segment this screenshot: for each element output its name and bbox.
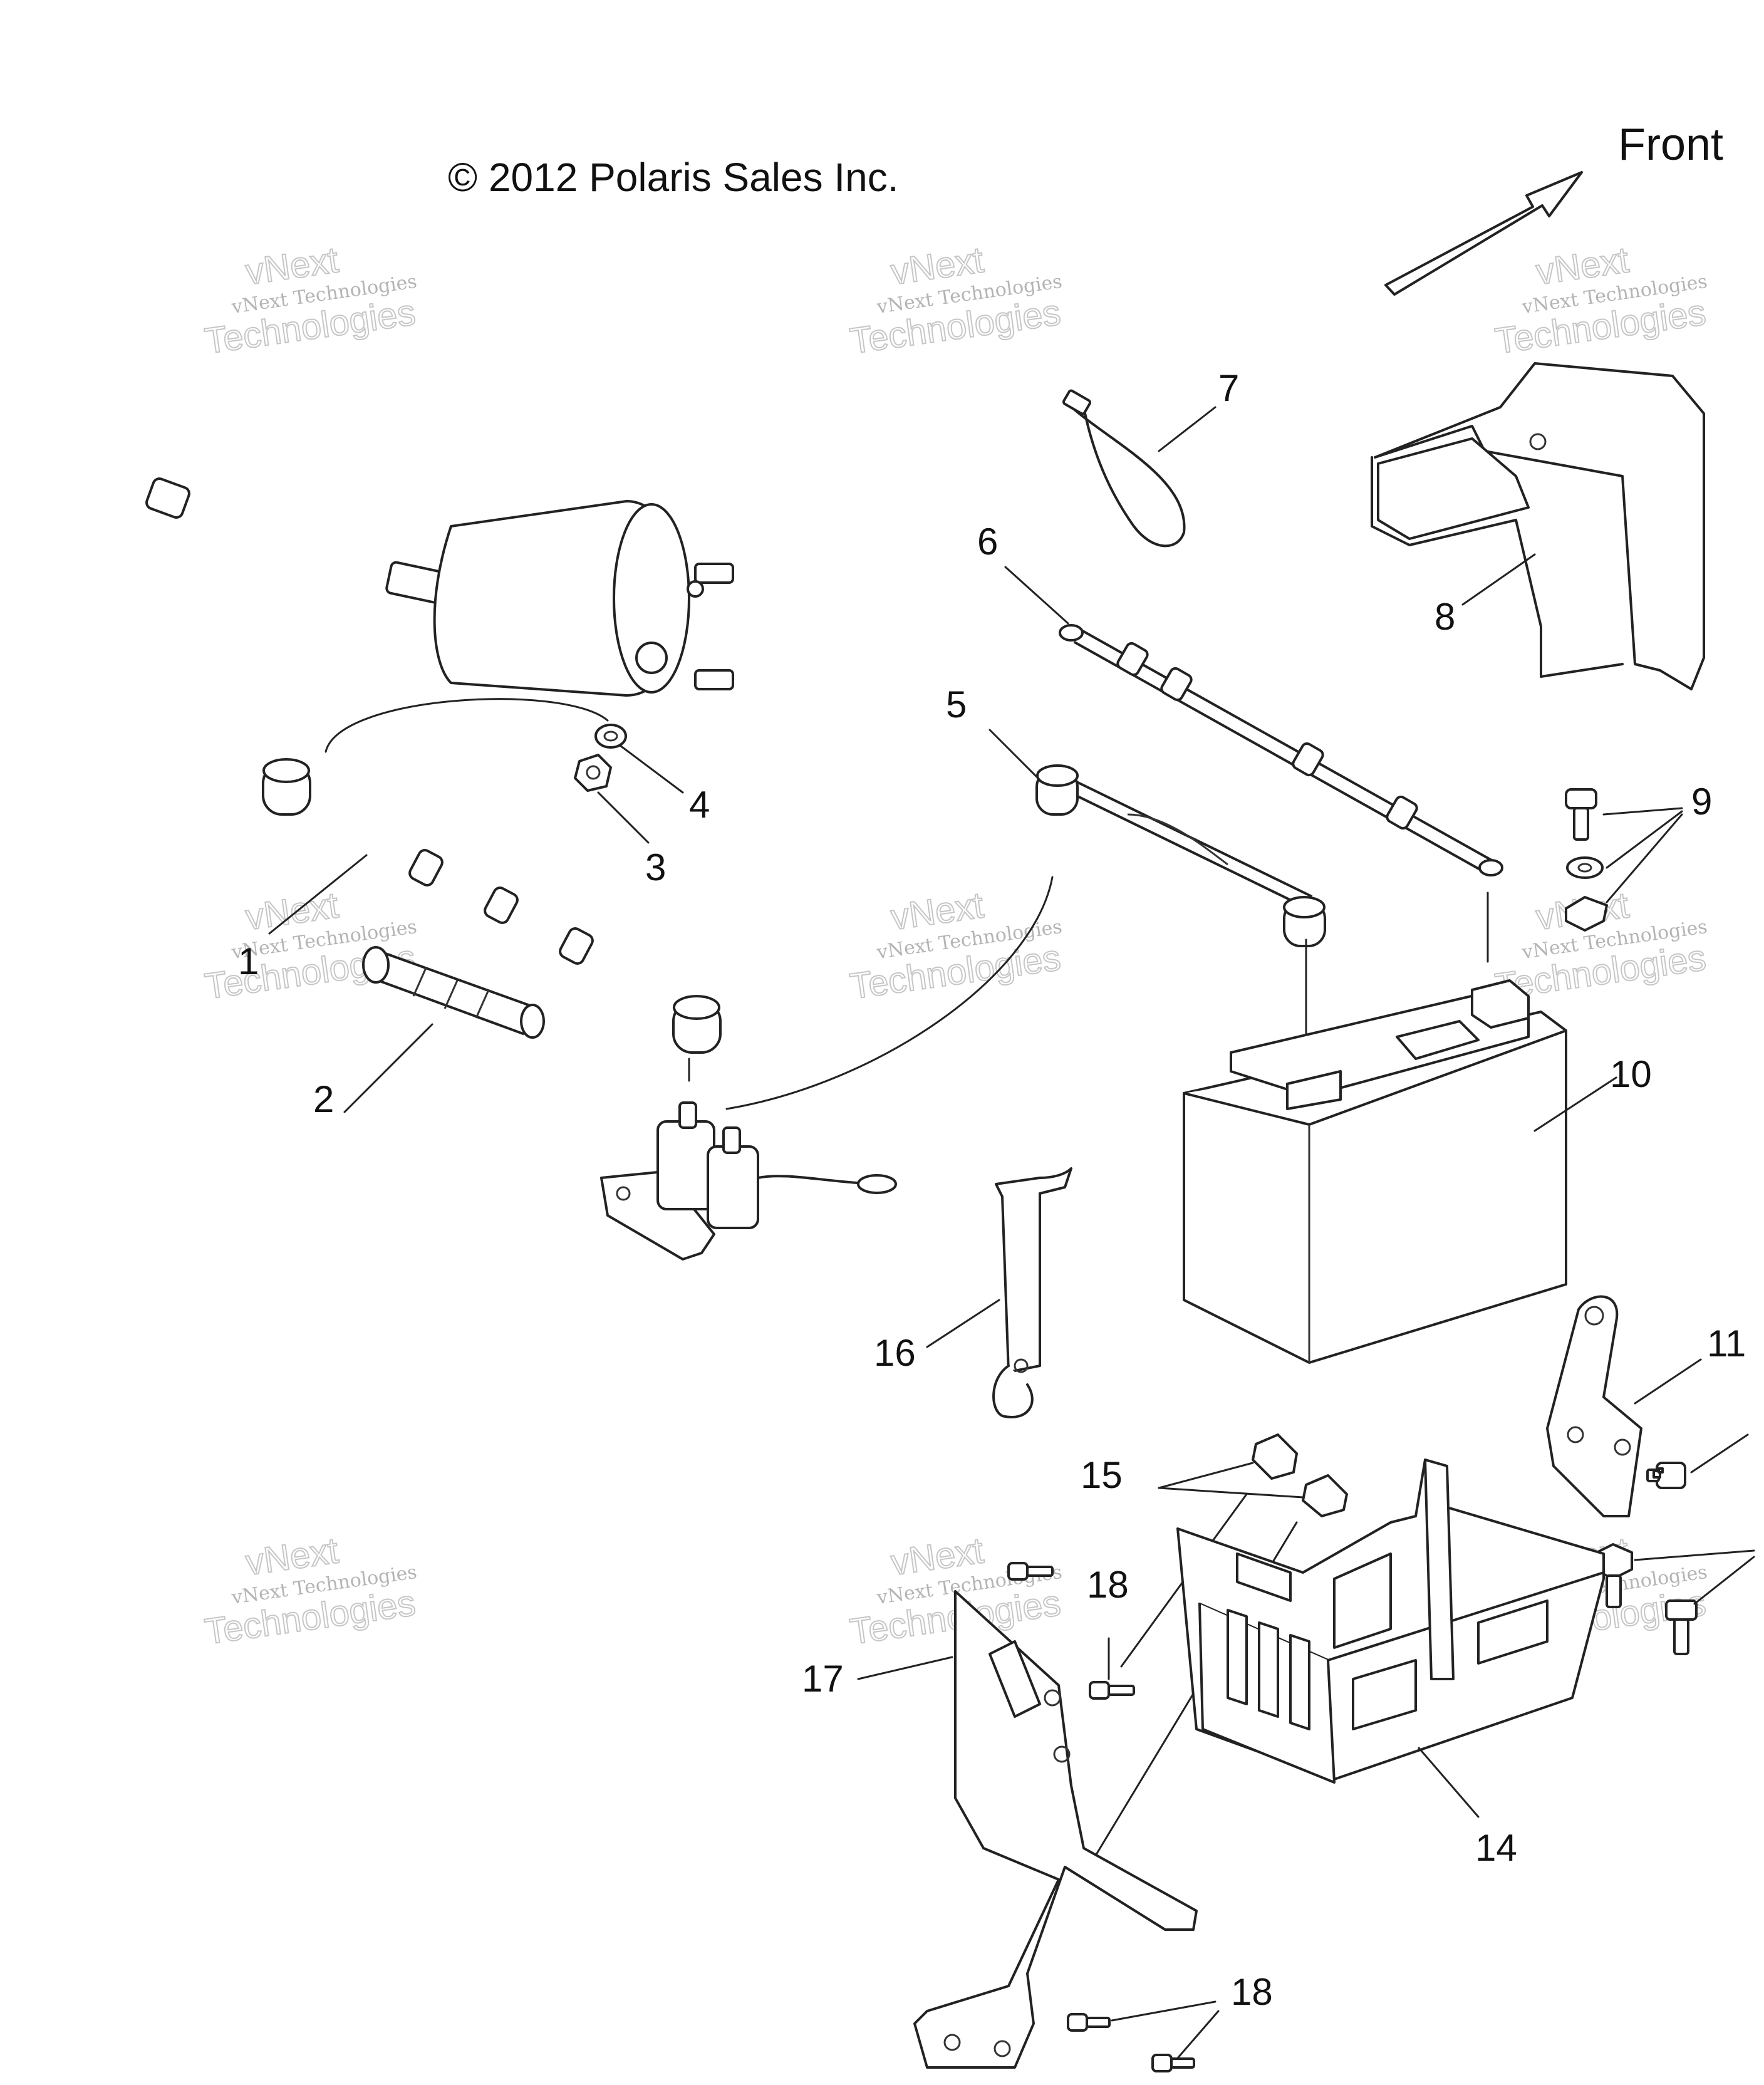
leader-line-right-b (1693, 1556, 1755, 1605)
watermark: vNext vNext Technologies Technologies (202, 1529, 418, 1653)
starter-solenoid (600, 1101, 897, 1261)
callout-9: 9 (1691, 781, 1712, 823)
terminal-boot-2 (362, 946, 545, 1039)
callout-8: 8 (1435, 596, 1455, 638)
callout-11: 11 (1707, 1323, 1746, 1365)
callout-18-lower: 18 (1231, 1971, 1273, 2013)
leader-line-16 (926, 1299, 1000, 1348)
screw-18d (1151, 2054, 1195, 2072)
watermark: vNext vNext Technologies Technologies (202, 239, 418, 362)
callout-5: 5 (946, 684, 967, 725)
battery-cable-6 (1059, 624, 1503, 876)
callout-17: 17 (802, 1658, 844, 1700)
leader-line-6 (1004, 566, 1069, 625)
leader-line-2 (343, 1023, 433, 1113)
washer-4 (594, 724, 627, 749)
leader-line-15a (1158, 1462, 1254, 1489)
washer-9 (1566, 856, 1604, 879)
callout-4: 4 (689, 784, 710, 826)
screw-18b (1089, 1681, 1135, 1700)
callout-2: 2 (313, 1078, 334, 1120)
callout-14: 14 (1475, 1827, 1517, 1869)
battery-cable-5 (1035, 764, 1326, 947)
leader-line-9b (1606, 810, 1683, 869)
front-label: Front (1618, 120, 1723, 170)
callout-18-upper: 18 (1087, 1564, 1129, 1606)
leader-line-bolt-11 (1690, 1433, 1749, 1474)
screw-18c (1067, 2013, 1111, 2032)
leader-line-5 (988, 729, 1041, 781)
callout-16: 16 (874, 1332, 916, 1374)
watermark: vNext vNext Technologies Technologies (847, 884, 1064, 1007)
leader-line-10 (1533, 1076, 1617, 1132)
battery-cable-1 (262, 758, 722, 1054)
battery-strap-16 (992, 1167, 1072, 1418)
watermark: vNext vNext Technologies Technologies (202, 884, 418, 1007)
leader-line-9c (1606, 813, 1683, 903)
callout-6: 6 (977, 521, 998, 563)
callout-15: 15 (1081, 1454, 1123, 1496)
leader-line-14 (1418, 1747, 1480, 1818)
clip-15a (1252, 1433, 1298, 1480)
copyright-text: © 2012 Polaris Sales Inc. (448, 155, 899, 200)
battery-box-14 (1176, 1458, 1605, 1784)
callout-10: 10 (1610, 1053, 1652, 1095)
leader-line-9a (1602, 807, 1683, 816)
watermark: vNext vNext Technologies Technologies (847, 1529, 1064, 1653)
leader-line-1 (268, 854, 368, 935)
battery-cover-8 (1371, 362, 1705, 690)
watermark: vNext vNext Technologies Technologies (1492, 239, 1709, 362)
clip-15b (1302, 1474, 1348, 1517)
bolt-9 (1565, 788, 1597, 841)
leader-line-11 (1634, 1358, 1702, 1405)
bolt-right-b (1665, 1599, 1698, 1655)
leader-line-cable-1 (324, 698, 609, 753)
screw-18a (1007, 1562, 1054, 1581)
leader-line-right-a (1634, 1549, 1755, 1561)
leader-line-18c (1111, 2000, 1217, 2022)
mount-bracket-17 (913, 1590, 1198, 2069)
leader-line-17 (857, 1656, 953, 1680)
front-arrow-icon (1384, 171, 1583, 296)
cable-tie-7 (1062, 389, 1186, 548)
leader-line-3 (597, 791, 650, 844)
leader-line-cable-5 (725, 876, 1054, 1110)
watermark: vNext vNext Technologies Technologies (847, 239, 1064, 362)
nut-3 (574, 754, 612, 792)
leader-line-7 (1158, 406, 1217, 452)
leader-line-18d (1176, 2010, 1220, 2059)
battery-10 (1183, 979, 1567, 1364)
starter-motor (145, 477, 734, 697)
callout-7: 7 (1218, 367, 1239, 409)
callout-3: 3 (645, 846, 666, 888)
flange-bolt-shank (1652, 1467, 1664, 1479)
callout-1: 1 (238, 940, 259, 982)
leader-line-15b (1158, 1487, 1304, 1499)
bracket-11 (1546, 1295, 1642, 1517)
leader-line-8 (1461, 553, 1536, 606)
nut-9 (1565, 896, 1608, 932)
leader-line-4 (619, 744, 684, 794)
